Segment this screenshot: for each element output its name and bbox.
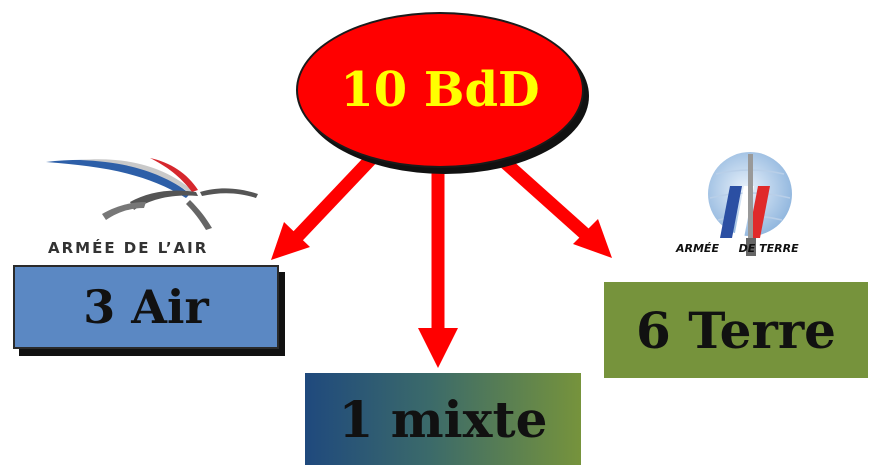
air-box: 3 Air (13, 265, 279, 349)
armee-de-terre-logo-text-left: ARMÉE (676, 242, 719, 255)
arrowhead-terre (573, 219, 612, 258)
terre-box: 6 Terre (604, 282, 868, 378)
arrowhead-mixte (418, 328, 458, 368)
root-node: 10 BdD (296, 12, 584, 168)
armee-de-terre-logo-text-right: DE TERRE (738, 242, 799, 255)
arrow-to-terre (495, 153, 590, 239)
armee-de-lair-logo-text: ARMÉE DE L’AIR (48, 239, 209, 257)
arrowhead-air (271, 222, 310, 260)
root-label: 10 BdD (340, 62, 540, 118)
armee-de-lair-emblem-icon (46, 158, 258, 230)
mixte-label: 1 mixte (338, 389, 548, 449)
armee-de-terre-logo-text: ARMÉE DE TERRE (676, 242, 799, 255)
armee-de-terre-emblem-icon (708, 152, 792, 256)
terre-label: 6 Terre (636, 300, 836, 360)
arrow-to-air (293, 153, 377, 241)
air-label: 3 Air (83, 280, 209, 334)
mixte-box: 1 mixte (305, 373, 581, 465)
